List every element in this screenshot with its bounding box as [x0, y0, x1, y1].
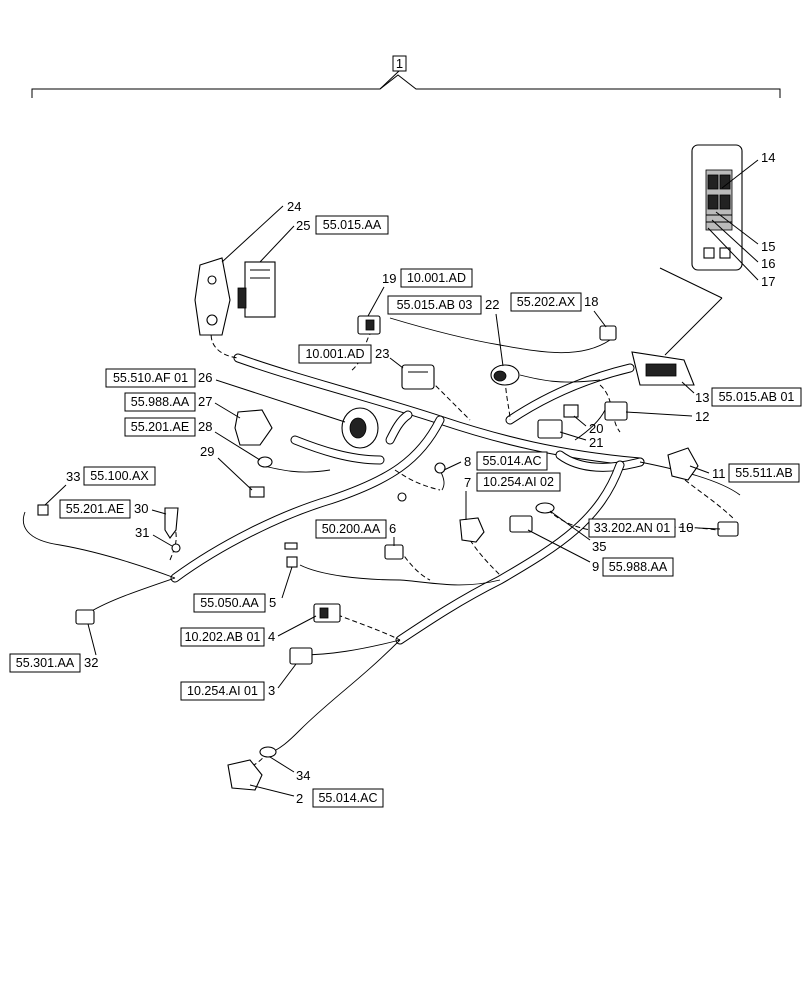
component-24-mount-bracket — [194, 257, 231, 336]
component-19-connector — [357, 315, 381, 335]
callout-27-number: 27 — [198, 394, 212, 409]
callout-5-ref: 55.050.AA — [200, 596, 259, 610]
callout-3-number: 3 — [268, 683, 275, 698]
component-3-connector — [289, 647, 313, 665]
callout-26-number: 26 — [198, 370, 212, 385]
component-14-relay-fuse-box-detail — [691, 144, 743, 271]
callout-30-ref: 55.201.AE — [66, 502, 124, 516]
callout-33-ref: 55.100.AX — [90, 469, 149, 483]
component-11-connector — [667, 447, 699, 481]
component-8-ring-terminal — [397, 462, 446, 502]
assembly-bracket: 1 — [31, 55, 781, 98]
component-2-connector — [227, 759, 263, 791]
callout-18-number: 18 — [584, 294, 598, 309]
callout-10-ref: 33.202.AN 01 — [594, 521, 670, 535]
callout-19-number: 19 — [382, 271, 396, 286]
callout-12-number: 12 — [695, 409, 709, 424]
component-32-connector — [75, 609, 95, 625]
callout-6-ref: 50.200.AA — [322, 522, 381, 536]
callout-11-ref: 55.511.AB — [735, 466, 792, 480]
component-22-sensor — [490, 364, 520, 386]
callout-8-ref: 55.014.AC — [482, 454, 541, 468]
callout-4-ref: 10.202.AB 01 — [185, 630, 261, 644]
callout-2-ref: 55.014.AC — [318, 791, 377, 805]
callout-2-number: 2 — [296, 791, 303, 806]
component-31-clip — [171, 543, 181, 553]
component-34-clip — [259, 746, 277, 758]
component-25-ecu-connector — [237, 261, 276, 318]
callout-6-number: 6 — [389, 521, 396, 536]
callout-21-number: 21 — [589, 435, 603, 450]
component-18-connector — [599, 325, 617, 341]
callout-7-ref: 10.254.AI 02 — [483, 475, 554, 489]
callout-35-number: 35 — [592, 539, 606, 554]
component-9-connector — [509, 515, 533, 533]
callout-31-number: 31 — [135, 525, 149, 540]
callout-9-ref: 55.988.AA — [609, 560, 668, 574]
callout-23-ref: 10.001.AD — [305, 347, 364, 361]
component-12-connector — [604, 401, 628, 421]
callout-9-number: 9 — [592, 559, 599, 574]
callouts: 24 25 55.015.AA 19 10.001.AD 55.015.AB 0… — [9, 150, 802, 808]
callout-8-number: 8 — [464, 454, 471, 469]
component-28-sensor — [257, 456, 273, 468]
component-35-clip — [535, 502, 555, 514]
callout-25-ref: 55.015.AA — [323, 218, 382, 232]
callout-17-number: 17 — [761, 274, 775, 289]
component-6-connector — [384, 544, 404, 560]
callout-25-number: 25 — [296, 218, 310, 233]
callout-20-number: 20 — [589, 421, 603, 436]
component-13-multipin-connector — [631, 351, 695, 386]
assembly-item-number: 1 — [396, 56, 403, 71]
component-7-connector — [459, 517, 485, 543]
callout-28-ref: 55.201.AE — [131, 420, 189, 434]
callout-22-ref: 55.015.AB 03 — [397, 298, 473, 312]
callout-14-number: 14 — [761, 150, 775, 165]
callout-16-number: 16 — [761, 256, 775, 271]
component-30-sensor — [164, 507, 179, 539]
callout-13-number: 13 — [695, 390, 709, 405]
callout-11-number: 11 — [712, 466, 726, 481]
callout-24-number: 24 — [287, 199, 301, 214]
callout-7-number: 7 — [464, 475, 471, 490]
callout-18-ref: 55.202.AX — [517, 295, 576, 309]
callout-23-number: 23 — [375, 346, 389, 361]
component-4-connector — [313, 603, 341, 623]
component-26-grommet — [341, 407, 379, 449]
callout-30-number: 30 — [134, 501, 148, 516]
callout-29-number: 29 — [200, 444, 214, 459]
callout-13-ref: 55.015.AB 01 — [719, 390, 795, 404]
component-5-splice — [284, 542, 298, 568]
callout-19-ref: 10.001.AD — [407, 271, 466, 285]
component-29-connector — [249, 486, 265, 498]
callout-10-number: 10 — [679, 520, 693, 535]
detail-view-pointer — [659, 267, 723, 356]
component-10-connector — [717, 521, 739, 537]
component-27-connector — [234, 409, 273, 446]
callout-4-number: 4 — [268, 629, 275, 644]
callout-26-ref: 55.510.AF 01 — [113, 371, 188, 385]
component-21-connector — [537, 419, 563, 439]
component-33-plug — [37, 504, 49, 516]
component-20-connector — [563, 404, 579, 418]
callout-3-ref: 10.254.AI 01 — [187, 684, 258, 698]
harness-trunk — [170, 353, 645, 645]
callout-34-number: 34 — [296, 768, 310, 783]
callout-27-ref: 55.988.AA — [131, 395, 190, 409]
component-23-connector — [401, 364, 435, 390]
callout-33-number: 33 — [66, 469, 80, 484]
callout-22-number: 22 — [485, 297, 499, 312]
callout-15-number: 15 — [761, 239, 775, 254]
callout-32-number: 32 — [84, 655, 98, 670]
callout-32-ref: 55.301.AA — [16, 656, 75, 670]
callout-5-number: 5 — [269, 595, 276, 610]
callout-28-number: 28 — [198, 419, 212, 434]
